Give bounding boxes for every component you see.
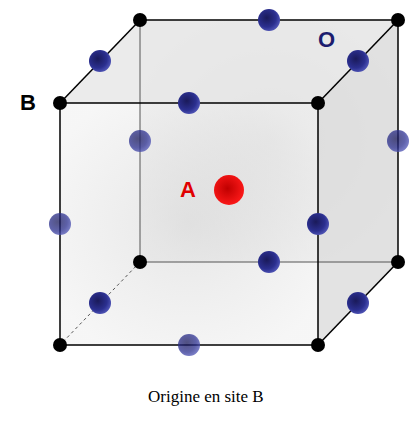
b-atoms <box>53 13 405 352</box>
atom-label: O <box>318 29 335 51</box>
atom-label: B <box>20 92 36 114</box>
cube-faces <box>60 20 398 345</box>
hidden-edges <box>60 20 398 345</box>
cube-edges <box>60 20 398 345</box>
caption: Origine en site B <box>148 388 264 405</box>
oxygen-atoms <box>49 9 409 356</box>
atom-label: A <box>180 179 196 201</box>
a-atom <box>214 175 244 205</box>
